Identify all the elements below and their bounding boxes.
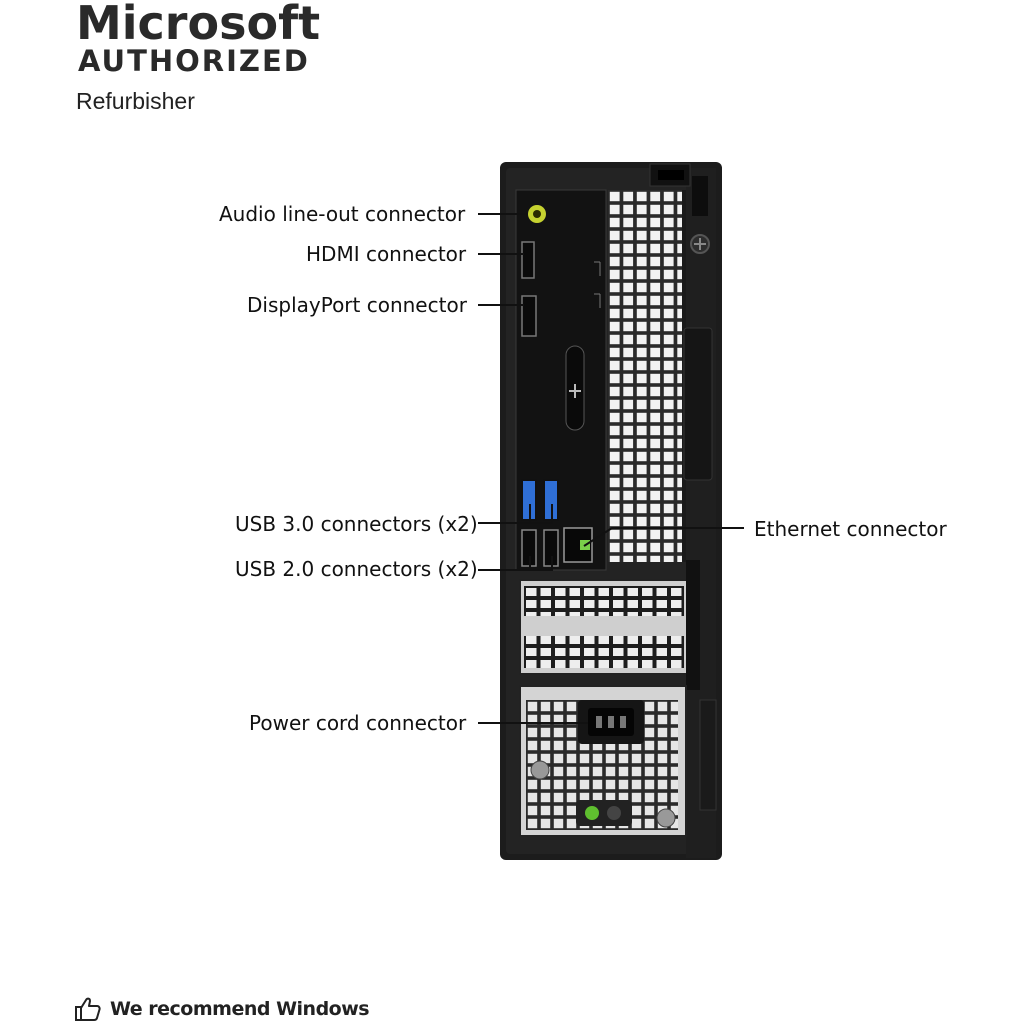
usb2-port-1 [521, 529, 537, 567]
callout-hdmi: HDMI connector [306, 242, 467, 266]
callout-ethernet: Ethernet connector [754, 517, 947, 541]
usb2-port-2 [543, 529, 559, 567]
refurbisher-text: Refurbisher [76, 88, 195, 114]
thumbs-up-icon [75, 997, 101, 1021]
brand-name: Microsoft [76, 0, 321, 50]
recommend-windows-text: We recommend Windows [110, 998, 370, 1020]
callout-usb3: USB 3.0 connectors (x2) [235, 512, 478, 536]
displayport-port [521, 295, 537, 337]
usb3-port-2 [543, 479, 559, 521]
recommend-windows: We recommend Windows [74, 996, 370, 1022]
callout-displayport: DisplayPort connector [247, 293, 467, 317]
top-vent-grill [608, 190, 682, 562]
psu-test-led [585, 806, 599, 820]
authorized-text: AUTHORIZED [78, 44, 310, 78]
usb3-port-1 [521, 479, 537, 521]
callout-power-cord: Power cord connector [249, 711, 467, 735]
hdmi-port [521, 241, 535, 279]
callout-usb2: USB 2.0 connectors (x2) [235, 557, 478, 581]
callout-audio-line-out: Audio line-out connector [219, 202, 466, 226]
